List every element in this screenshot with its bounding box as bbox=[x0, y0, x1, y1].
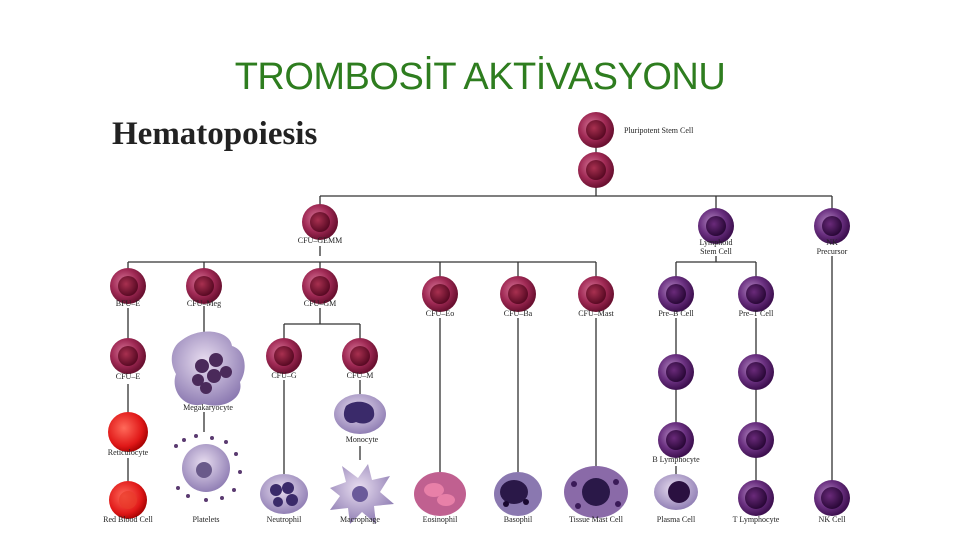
pre-b-cell bbox=[658, 276, 694, 312]
b-lymphocyte-cell bbox=[658, 422, 694, 458]
red-blood-cell bbox=[109, 481, 147, 519]
cfu-meg-cell bbox=[186, 268, 222, 304]
diagram-title: Hematopoiesis bbox=[112, 116, 318, 152]
label-cfu-e: CFU–E bbox=[116, 372, 141, 381]
label-lymphoid-2: Stem Cell bbox=[700, 247, 733, 256]
label-pluripotent: Pluripotent Stem Cell bbox=[624, 126, 694, 135]
t-lymphocyte-precursor bbox=[738, 422, 774, 458]
cfu-e-cell bbox=[110, 338, 146, 374]
label-tissue-mast: Tissue Mast Cell bbox=[569, 515, 624, 524]
label-basophil: Basophil bbox=[504, 515, 533, 524]
label-t-lymphocyte: T Lymphocyte bbox=[733, 515, 780, 524]
lymphoid-cells bbox=[654, 208, 850, 516]
bfu-e-cell bbox=[110, 268, 146, 304]
megakaryocyte bbox=[171, 331, 245, 406]
neutrophil bbox=[260, 474, 308, 514]
label-cfu-m: CFU–M bbox=[347, 371, 374, 380]
label-lymphoid-1: Lymphoid bbox=[700, 238, 733, 247]
cfu-gemm-cell bbox=[302, 204, 338, 240]
plasma-cell bbox=[654, 474, 698, 510]
label-eosinophil: Eosinophil bbox=[423, 515, 458, 524]
label-cfu-gm: CFU–GM bbox=[304, 299, 336, 308]
label-nk-precursor-2: Precursor bbox=[817, 247, 848, 256]
label-cfu-mast: CFU–Mast bbox=[578, 309, 614, 318]
cfu-ba-cell bbox=[500, 276, 536, 312]
cfu-mast-cell bbox=[578, 276, 614, 312]
slide-title: TROMBOSİT AKTİVASYONU bbox=[234, 56, 726, 98]
label-platelets: Platelets bbox=[192, 515, 219, 524]
progenitor-cells bbox=[110, 112, 614, 374]
macrophage bbox=[330, 464, 394, 524]
label-macrophage: Macrophage bbox=[340, 515, 380, 524]
b-intermediate-cell bbox=[658, 354, 694, 390]
t-intermediate-cell bbox=[738, 354, 774, 390]
cfu-g-cell bbox=[266, 338, 302, 374]
label-pre-b: Pre–B Cell bbox=[658, 309, 694, 318]
label-nk-cell: NK Cell bbox=[819, 515, 847, 524]
label-cfu-g: CFU–G bbox=[271, 371, 297, 380]
basophil bbox=[494, 472, 542, 516]
label-plasma-cell: Plasma Cell bbox=[657, 515, 696, 524]
pluripotent-stem-cell bbox=[578, 112, 614, 148]
label-reticulocyte: Reticulocyte bbox=[108, 448, 149, 457]
cfu-m-cell bbox=[342, 338, 378, 374]
eosinophil bbox=[414, 472, 466, 516]
nk-precursor-cell bbox=[814, 208, 850, 244]
mature-cells bbox=[108, 331, 628, 524]
label-monocyte: Monocyte bbox=[346, 435, 379, 444]
label-bfu-e: BFU–E bbox=[116, 299, 141, 308]
tissue-mast-cell bbox=[564, 466, 628, 518]
cfu-eo-cell bbox=[422, 276, 458, 312]
connector-lines bbox=[127, 148, 833, 486]
t-lymphocyte bbox=[738, 480, 774, 516]
cfu-gm-cell bbox=[302, 268, 338, 304]
nk-cell bbox=[814, 480, 850, 516]
label-cfu-meg: CFU–Meg bbox=[187, 299, 221, 308]
label-cfu-eo: CFU–Eo bbox=[426, 309, 454, 318]
label-b-lymphocyte: B Lymphocyte bbox=[652, 455, 700, 464]
platelets bbox=[174, 434, 242, 502]
stem-cell-2 bbox=[578, 152, 614, 188]
label-nk-precursor-1: NK bbox=[826, 238, 838, 247]
lymphoid-stem-cell bbox=[698, 208, 734, 244]
label-neutrophil: Neutrophil bbox=[267, 515, 302, 524]
reticulocyte bbox=[108, 412, 148, 452]
monocyte bbox=[334, 394, 386, 434]
label-red-blood-cell: Red Blood Cell bbox=[103, 515, 154, 524]
cell-labels: Pluripotent Stem Cell CFU–GEMM Lymphoid … bbox=[103, 126, 848, 524]
label-cfu-ba: CFU–Ba bbox=[504, 309, 533, 318]
label-megakaryocyte: Megakaryocyte bbox=[183, 403, 233, 412]
label-pre-t: Pre–T Cell bbox=[739, 309, 775, 318]
pre-t-cell bbox=[738, 276, 774, 312]
label-cfu-gemm: CFU–GEMM bbox=[298, 236, 342, 245]
